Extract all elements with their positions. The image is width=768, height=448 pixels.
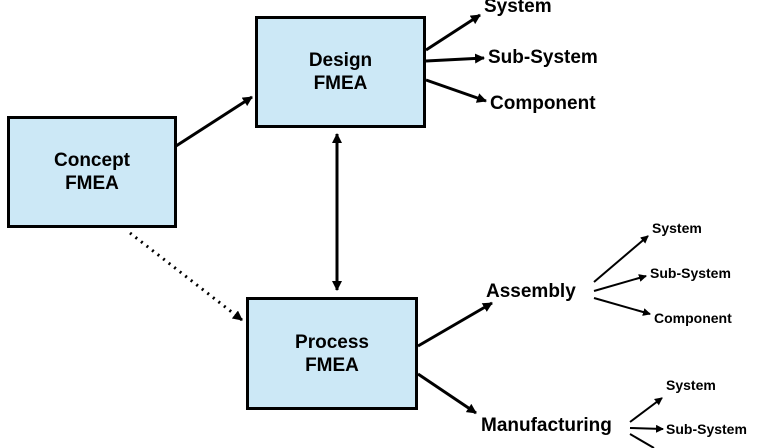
concept-fmea-box: Concept FMEA [7, 116, 177, 228]
arrow-assembly-to-component [593, 297, 651, 316]
manufacturing-output-system: System [666, 377, 716, 393]
assembly-output-subsystem: Sub-System [650, 265, 731, 281]
arrow-assembly-to-system [593, 235, 649, 283]
arrow-process-to-assembly [417, 301, 493, 348]
process-fmea-box: Process FMEA [246, 297, 418, 410]
design-output-system: System [484, 0, 552, 17]
concept-fmea-line1: Concept [54, 150, 130, 171]
arrow-manufacturing-to-subsystem [629, 424, 664, 433]
concept-fmea-line2: FMEA [65, 173, 119, 194]
assembly-output-system: System [652, 220, 702, 236]
process-output-assembly: Assembly [486, 281, 576, 302]
design-fmea-line2: FMEA [313, 73, 368, 94]
design-output-subsystem: Sub-System [488, 47, 598, 68]
arrow-concept-to-process-dotted [129, 231, 243, 322]
arrow-design-to-system [425, 13, 481, 52]
arrow-manufacturing-to-system [629, 397, 663, 423]
arrow-design-to-subsystem [425, 53, 485, 64]
arrow-concept-to-design [175, 95, 253, 148]
assembly-output-component: Component [654, 310, 732, 326]
design-output-component: Component [490, 93, 596, 114]
arrow-manufacturing-to-component [629, 433, 655, 448]
arrow-design-to-component [425, 78, 487, 103]
process-output-manufacturing: Manufacturing [481, 415, 612, 436]
design-fmea-line1: Design [308, 50, 373, 71]
arrow-process-to-manufacturing [417, 372, 477, 415]
process-fmea-line2: FMEA [305, 354, 359, 376]
process-fmea-line1: Process [295, 331, 369, 353]
design-fmea-box: Design FMEA [255, 16, 426, 128]
manufacturing-output-subsystem: Sub-System [666, 421, 747, 437]
arrow-assembly-to-subsystem [593, 274, 647, 292]
